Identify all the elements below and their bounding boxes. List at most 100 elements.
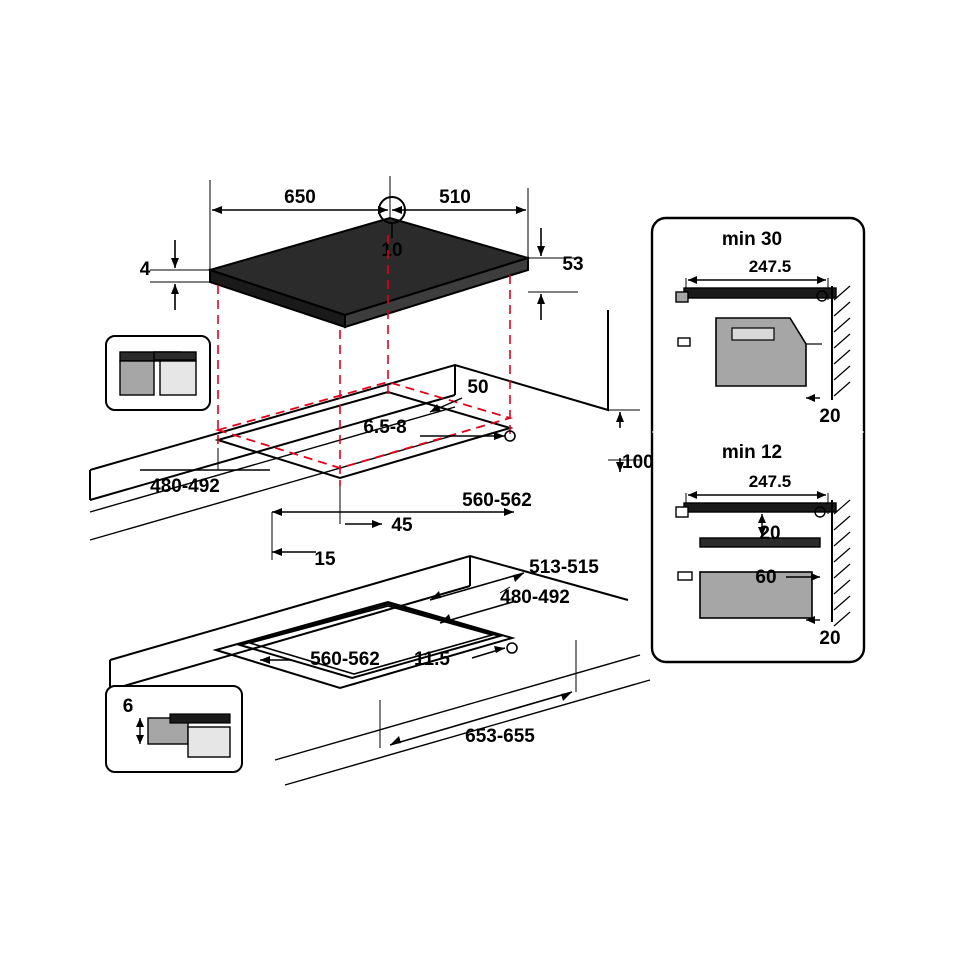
oven-panel-top bbox=[731, 327, 775, 341]
arrowhead bbox=[272, 508, 282, 516]
arrowhead bbox=[806, 616, 815, 624]
arrowhead bbox=[806, 394, 815, 402]
panel-oven-clearance: min 30 247.5 20 bbox=[650, 216, 866, 664]
arrowhead bbox=[758, 514, 766, 523]
arrowhead bbox=[260, 656, 270, 664]
inset-bottom-hob-bar bbox=[169, 713, 231, 724]
arrowhead bbox=[616, 412, 624, 422]
view-hob-top: 650 510 10 4 53 bbox=[140, 176, 584, 329]
dim-label-radius: 6.5-8 bbox=[363, 417, 406, 438]
dim-label-thickness: 4 bbox=[140, 259, 151, 280]
dim-label-hob-width: 650 bbox=[284, 187, 316, 208]
inset-top-hob-bar2 bbox=[153, 351, 197, 361]
worktop2-front bbox=[109, 585, 471, 691]
arrowhead bbox=[171, 284, 179, 294]
inset-top-worktop-right bbox=[159, 360, 197, 396]
dim-label-edge-distance: 50 bbox=[467, 377, 488, 398]
worktop2-front3 bbox=[284, 679, 651, 786]
dim-label-burner: 10 bbox=[381, 240, 402, 261]
dim-label-shelf-gap: 20 bbox=[759, 523, 780, 544]
wall-hatch-bottom bbox=[833, 499, 851, 627]
arrowhead bbox=[390, 736, 401, 745]
view-worktop-cutout: 50 6.5-8 480-492 560-562 45 15 100 bbox=[89, 235, 654, 570]
arrowhead bbox=[537, 246, 545, 256]
arrowhead bbox=[688, 276, 697, 284]
dim-label-outer-depth: 513-515 bbox=[529, 557, 599, 578]
bracket-left-top bbox=[677, 337, 691, 347]
dim-label-rear-gap: 100 bbox=[622, 452, 654, 473]
dim-label-depth-bottom: 247.5 bbox=[749, 472, 792, 491]
dim-label-side-depth: 53 bbox=[562, 254, 583, 275]
dim-label-hob-depth: 510 bbox=[439, 187, 471, 208]
arrowhead bbox=[513, 573, 524, 582]
arrowhead bbox=[136, 735, 144, 744]
worktop-left-top bbox=[675, 291, 689, 303]
hob-slab-top bbox=[683, 287, 837, 299]
frame-inner-rect2 bbox=[247, 605, 495, 675]
inset-top-worktop-left bbox=[119, 360, 155, 396]
hob-top-face bbox=[206, 216, 532, 317]
corner-node bbox=[506, 642, 518, 654]
dim-label-depth-top: 247.5 bbox=[749, 257, 792, 276]
worktop2-front2 bbox=[274, 654, 641, 761]
dim-label-min-gap-top: min 30 bbox=[722, 229, 782, 250]
fastener-node-top bbox=[816, 290, 828, 302]
arrowhead bbox=[494, 646, 505, 653]
dimension-line-653 bbox=[389, 691, 573, 746]
arrowhead bbox=[817, 491, 826, 499]
arrowhead bbox=[171, 258, 179, 268]
arrowhead bbox=[616, 462, 624, 472]
drawer-body bbox=[699, 571, 813, 619]
arrowhead bbox=[811, 573, 820, 581]
arrowhead bbox=[372, 520, 382, 528]
dim-label-inner-depth: 480-492 bbox=[500, 587, 570, 608]
arrowhead bbox=[537, 294, 545, 304]
arrowhead bbox=[392, 206, 402, 214]
frame-outer-rect bbox=[212, 600, 516, 690]
hob-slab-bottom bbox=[683, 502, 837, 513]
arrowhead bbox=[817, 276, 826, 284]
worktop-front-edge bbox=[89, 394, 456, 501]
arrowhead bbox=[561, 692, 572, 701]
dim-label-front-gap: 60 bbox=[755, 567, 776, 588]
dim-label-outer-width: 653-655 bbox=[465, 726, 535, 747]
shelf-slab bbox=[699, 537, 821, 548]
clearance-panel-box bbox=[650, 216, 866, 664]
extension-line bbox=[499, 586, 511, 594]
dim-label-rear-gap-top: 20 bbox=[819, 406, 840, 427]
dim-label-step-width: 11.5 bbox=[414, 649, 450, 670]
bracket-left-bottom bbox=[677, 571, 693, 581]
hob-side-face bbox=[344, 256, 529, 329]
worktop-front-edge2 bbox=[89, 406, 456, 513]
dimension-line-480b bbox=[439, 600, 517, 624]
arrowhead bbox=[504, 508, 514, 516]
dim-label-step-height: 6 bbox=[123, 696, 134, 717]
arrowhead bbox=[430, 404, 441, 412]
arrowhead bbox=[494, 432, 505, 440]
dim-label-rear-gap-bottom: 20 bbox=[819, 628, 840, 649]
arrowhead bbox=[430, 591, 441, 600]
arrowhead bbox=[378, 206, 388, 214]
view-frame-detail: 513-515 480-492 560-562 11.5 653-655 bbox=[109, 554, 651, 786]
dim-label-min-gap-bottom: min 12 bbox=[722, 442, 782, 463]
worktop-left-bottom bbox=[675, 506, 689, 518]
arrowhead bbox=[516, 206, 526, 214]
inset-bottom-worktop-right bbox=[187, 726, 231, 758]
dim-label-side-offset: 15 bbox=[314, 549, 336, 570]
arrowhead bbox=[136, 718, 144, 727]
dim-label-cutout-depth: 480-492 bbox=[150, 476, 220, 497]
dim-label-inner-width: 560-562 bbox=[310, 649, 380, 670]
arrowhead bbox=[758, 527, 766, 536]
fastener-node-bottom bbox=[814, 506, 826, 518]
wall-hatch-top bbox=[833, 285, 851, 397]
arrowhead bbox=[272, 548, 282, 556]
dimension-line-513 bbox=[429, 572, 525, 601]
arrowhead bbox=[212, 206, 222, 214]
inset-bottom-left: 6 bbox=[105, 685, 243, 773]
arrowhead bbox=[440, 614, 451, 623]
frame-inner-rect bbox=[236, 602, 504, 680]
dim-label-front-offset: 45 bbox=[391, 515, 413, 536]
worktop-outline bbox=[89, 310, 609, 471]
dim-label-cutout-width: 560-562 bbox=[462, 490, 532, 511]
